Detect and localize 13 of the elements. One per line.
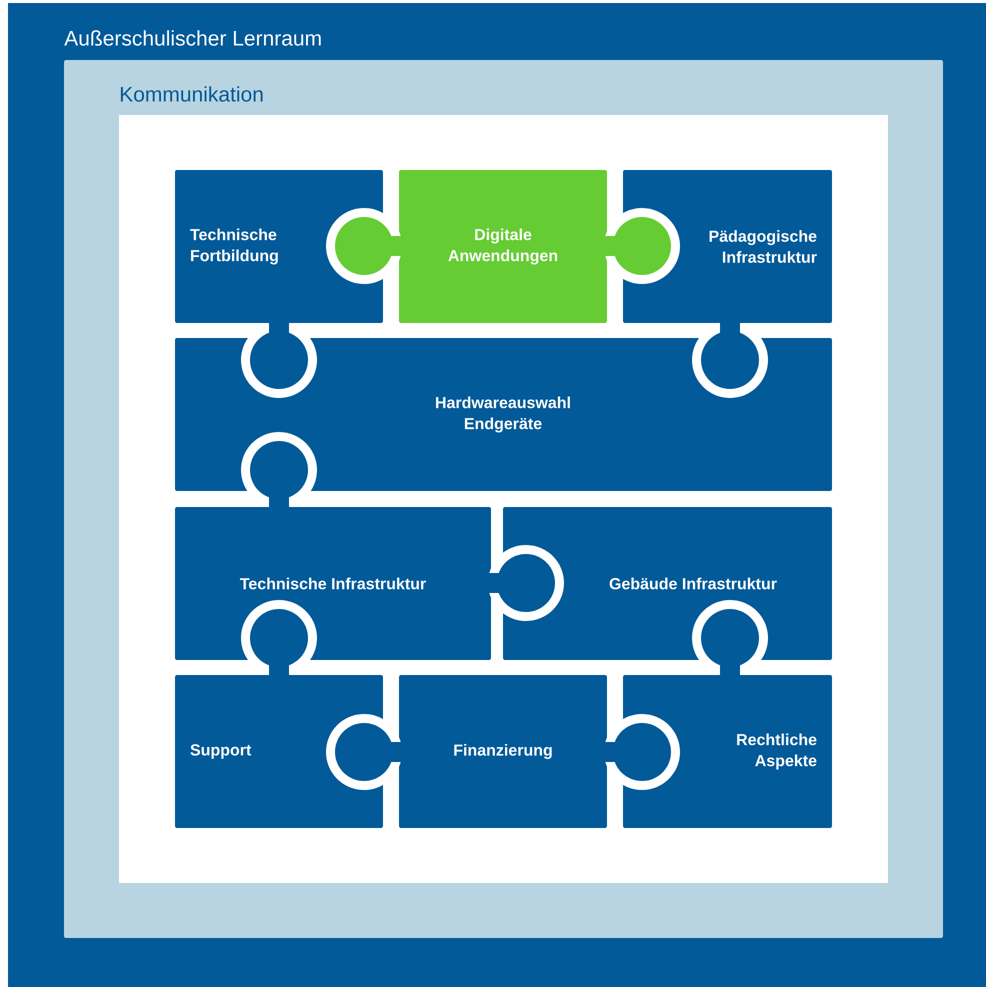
- puzzle-piece: Pädagogische Infrastruktur: [623, 170, 832, 398]
- node-label: Rechtliche Aspekte: [737, 734, 816, 770]
- node-label: Pädagogische Infrastruktur: [710, 230, 817, 263]
- puzzle-piece: Technische Infrastruktur: [175, 432, 564, 660]
- node-label: Finanzierung: [454, 744, 552, 759]
- node-label: Support: [190, 744, 252, 759]
- node-label: Technische Fortbildung: [190, 228, 278, 264]
- node-label: Technische Infrastruktur: [240, 578, 426, 590]
- puzzle-piece: Rechtliche Aspekte: [623, 600, 832, 828]
- puzzle-piece: Technische Fortbildung: [175, 170, 383, 398]
- puzzle-piece: Support: [175, 600, 383, 828]
- puzzle-piece: Finanzierung: [326, 675, 680, 828]
- puzzle-piece: Digitale Anwendungen: [326, 170, 680, 323]
